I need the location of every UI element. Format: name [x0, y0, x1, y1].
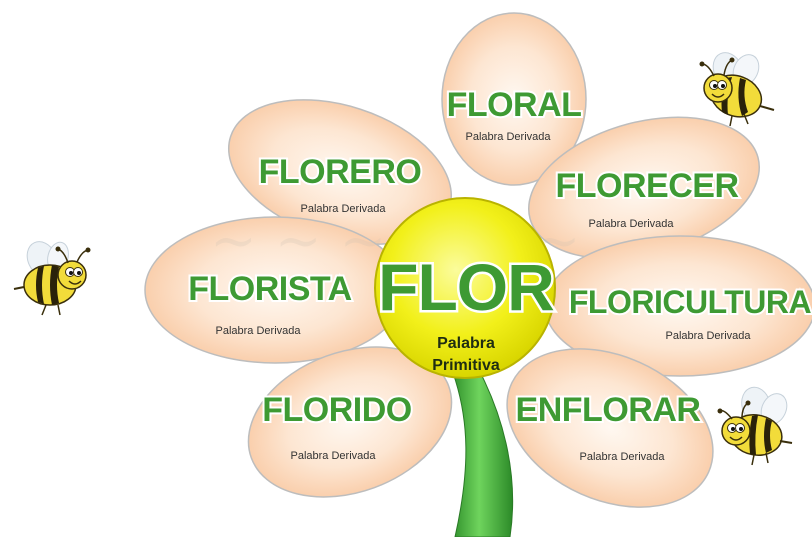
petal-word-florido: FLORIDO [262, 391, 412, 429]
petal-word-enflorar: ENFLORAR [516, 391, 701, 429]
petal-subtitle-enflorar: Palabra Derivada [580, 451, 666, 463]
center-word: FLOR [378, 250, 554, 324]
petal-enflorar [506, 348, 714, 508]
stem [451, 367, 514, 537]
flower-center [374, 197, 556, 379]
petal-subtitle-florecer: Palabra Derivada [589, 218, 675, 230]
petal-florido [247, 346, 453, 498]
bee-icon [13, 241, 91, 316]
petal-word-florecer: FLORECER [556, 167, 739, 205]
petal-subtitle-floral: Palabra Derivada [466, 131, 552, 143]
petal-subtitle-florido: Palabra Derivada [291, 450, 377, 462]
bee-icon [717, 386, 793, 466]
petal-word-floral: FLORAL [447, 86, 582, 124]
petal-word-florista: FLORISTA [188, 270, 351, 308]
bee-icon [699, 52, 775, 127]
center-subtitle-line2: Primitiva [432, 357, 500, 374]
petal-subtitle-florista: Palabra Derivada [216, 325, 302, 337]
petal-subtitle-floricultura: Palabra Derivada [666, 330, 752, 342]
center-subtitle-line1: Palabra [437, 335, 495, 352]
petal-floral [441, 12, 587, 186]
petal-word-floricultura: FLORICULTURA [569, 284, 812, 320]
petal-word-florero: FLORERO [259, 153, 422, 191]
petal-subtitle-florero: Palabra Derivada [301, 203, 387, 215]
